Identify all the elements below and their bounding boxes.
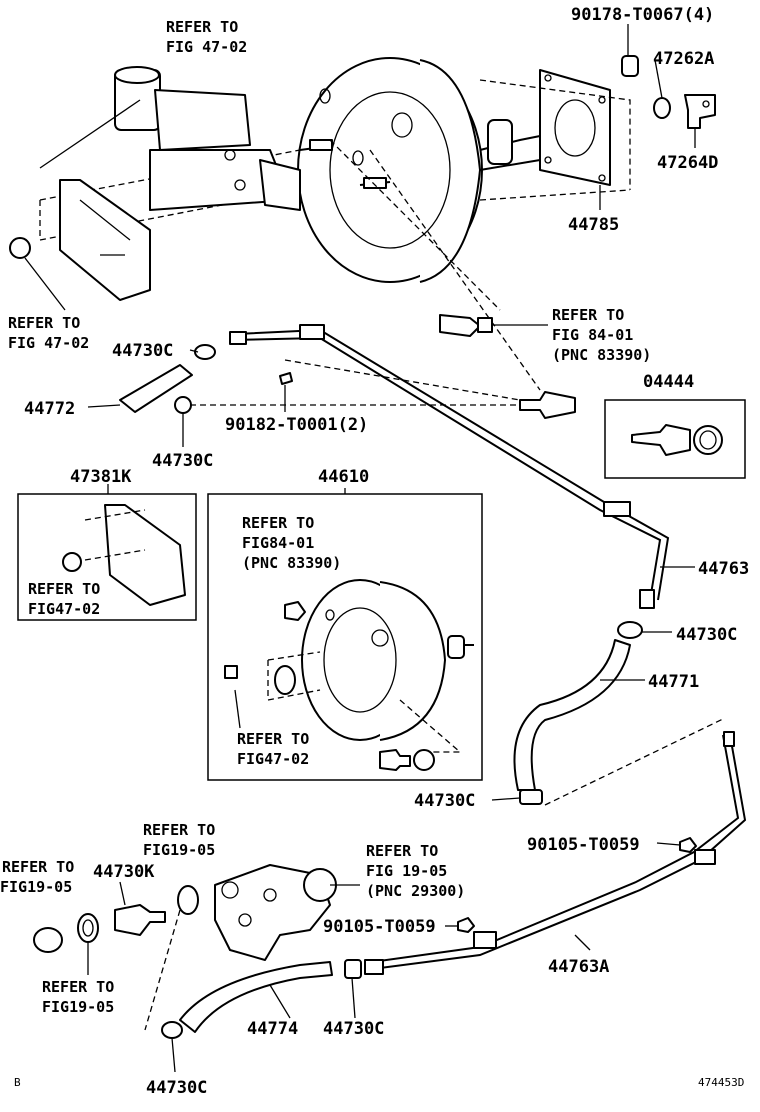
vacuum-pipe-44763A	[364, 731, 747, 975]
label-47381K: 47381K	[70, 467, 132, 487]
label-44774: 44774	[247, 1019, 298, 1039]
label-44730C-e: 44730C	[323, 1019, 384, 1039]
label-47262A: 47262A	[653, 49, 714, 69]
clip-44730C-e	[344, 959, 362, 979]
ref-fig8401-top-line2: FIG 84-01	[552, 326, 633, 344]
cap-left	[33, 927, 63, 953]
corner-mark: B	[14, 1076, 21, 1089]
gasket-44785	[479, 69, 631, 201]
label-90182: 90182-T0001(2)	[225, 415, 368, 435]
ref-fig1905-b-line3: (PNC 29300)	[366, 882, 465, 900]
clamp-90182	[279, 372, 293, 385]
label-47264D: 47264D	[657, 153, 718, 173]
o-ring-left	[77, 913, 99, 943]
label-44763: 44763	[698, 559, 749, 579]
ref-fig8401-box-line2: FIG84-01	[242, 534, 314, 552]
box-04444	[604, 399, 746, 479]
vacuum-pump	[214, 864, 337, 961]
ref-fig1905-b-line1: REFER TO	[366, 842, 438, 860]
ref-fig4702-box-line2: FIG47-02	[28, 600, 100, 618]
hose-44771	[513, 639, 631, 791]
label-44730K: 44730K	[93, 862, 155, 882]
labels: 90178-T0067(4) 47262A 47264D 44785 REFER…	[0, 5, 749, 1098]
nut-90178	[621, 55, 639, 77]
hose-44774	[179, 961, 333, 1033]
ref-fig4702-top-line1: REFER TO	[166, 18, 238, 36]
washer-47262A	[653, 97, 671, 119]
label-04444: 04444	[643, 372, 694, 392]
ref-fig1905-a-line2: FIG19-05	[143, 841, 215, 859]
bolt-90105-a	[679, 837, 697, 853]
label-90178: 90178-T0067(4)	[571, 5, 714, 25]
box-44610	[207, 493, 483, 781]
ref-fig1905-d-line2: FIG19-05	[42, 998, 114, 1016]
label-90105-b: 90105-T0059	[323, 917, 436, 937]
union-44730K	[114, 904, 166, 936]
hose-44772	[119, 364, 193, 413]
ref-fig1905-a-line1: REFER TO	[143, 821, 215, 839]
label-44730C-d: 44730C	[414, 791, 475, 811]
ref-fig4702-top-line2: FIG 47-02	[166, 38, 247, 56]
ref-fig4702-left-line2: FIG 47-02	[8, 334, 89, 352]
clevis-47264D	[684, 94, 716, 129]
ref-fig4702-box2-line1: REFER TO	[237, 730, 309, 748]
label-44772: 44772	[24, 399, 75, 419]
ref-fig8401-box-line1: REFER TO	[242, 514, 314, 532]
bolt-90105-b	[457, 917, 475, 933]
label-90105-a: 90105-T0059	[527, 835, 640, 855]
ref-fig4702-left-line1: REFER TO	[8, 314, 80, 332]
bracket-top-left	[9, 179, 151, 301]
ref-fig1905-c-line1: REFER TO	[2, 858, 74, 876]
clip-44730C-d	[519, 789, 543, 805]
box-47381K	[17, 493, 197, 621]
vacuum-pipe-44763	[229, 324, 670, 609]
clip-44730C-a	[194, 344, 216, 360]
vacuum-fitting-right	[519, 391, 576, 419]
label-44730C-f: 44730C	[146, 1078, 207, 1098]
check-valve-top	[439, 314, 493, 337]
ref-fig8401-top-line1: REFER TO	[552, 306, 624, 324]
ref-fig8401-box-line3: (PNC 83390)	[242, 554, 341, 572]
o-ring-pump	[177, 885, 199, 915]
label-44610: 44610	[318, 467, 369, 487]
label-44771: 44771	[648, 672, 699, 692]
master-cylinder	[114, 66, 301, 211]
brake-booster-main	[39, 57, 541, 283]
ref-fig1905-b-line2: FIG 19-05	[366, 862, 447, 880]
ref-fig1905-c-line2: FIG19-05	[0, 878, 72, 896]
label-44730C-a: 44730C	[112, 341, 173, 361]
drawing-number: 474453D	[698, 1076, 744, 1089]
label-44763A: 44763A	[548, 957, 609, 977]
ref-fig8401-top-line3: (PNC 83390)	[552, 346, 651, 364]
clip-44730C-c	[617, 621, 643, 639]
label-44730C-c: 44730C	[676, 625, 737, 645]
ref-fig4702-box2-line2: FIG47-02	[237, 750, 309, 768]
clip-44730C-b	[174, 396, 192, 414]
clip-44730C-f	[161, 1021, 183, 1039]
label-44785: 44785	[568, 215, 619, 235]
ref-fig1905-d-line1: REFER TO	[42, 978, 114, 996]
ref-fig4702-box-line1: REFER TO	[28, 580, 100, 598]
label-44730C-b: 44730C	[152, 451, 213, 471]
